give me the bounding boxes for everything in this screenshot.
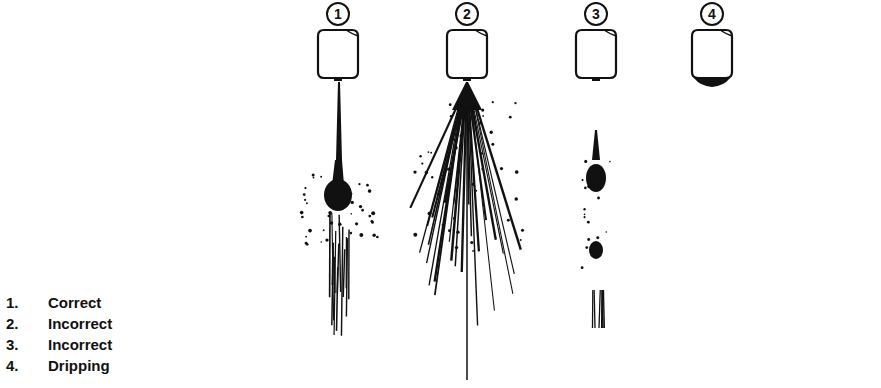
drip bbox=[694, 78, 730, 87]
list-text: Incorrect bbox=[48, 316, 112, 331]
nozzle bbox=[576, 30, 616, 81]
list-number: 4. bbox=[6, 358, 19, 373]
callout-circle: 1 bbox=[326, 2, 350, 26]
list-text: Correct bbox=[48, 295, 101, 310]
callout-circle: 4 bbox=[700, 2, 724, 26]
list-text: Incorrect bbox=[48, 337, 112, 352]
callout-number: 1 bbox=[334, 7, 342, 21]
nozzle bbox=[692, 30, 732, 81]
nozzle bbox=[318, 30, 358, 81]
list-number: 1. bbox=[6, 295, 19, 310]
list-number: 3. bbox=[6, 337, 19, 352]
callout-number: 4 bbox=[708, 7, 716, 21]
list-number: 2. bbox=[6, 316, 19, 331]
callout-number: 2 bbox=[463, 7, 471, 21]
callout-circle: 2 bbox=[455, 2, 479, 26]
callout-number: 3 bbox=[592, 7, 600, 21]
nozzle bbox=[447, 30, 487, 81]
list-text: Dripping bbox=[48, 358, 110, 373]
callout-circle: 3 bbox=[584, 2, 608, 26]
